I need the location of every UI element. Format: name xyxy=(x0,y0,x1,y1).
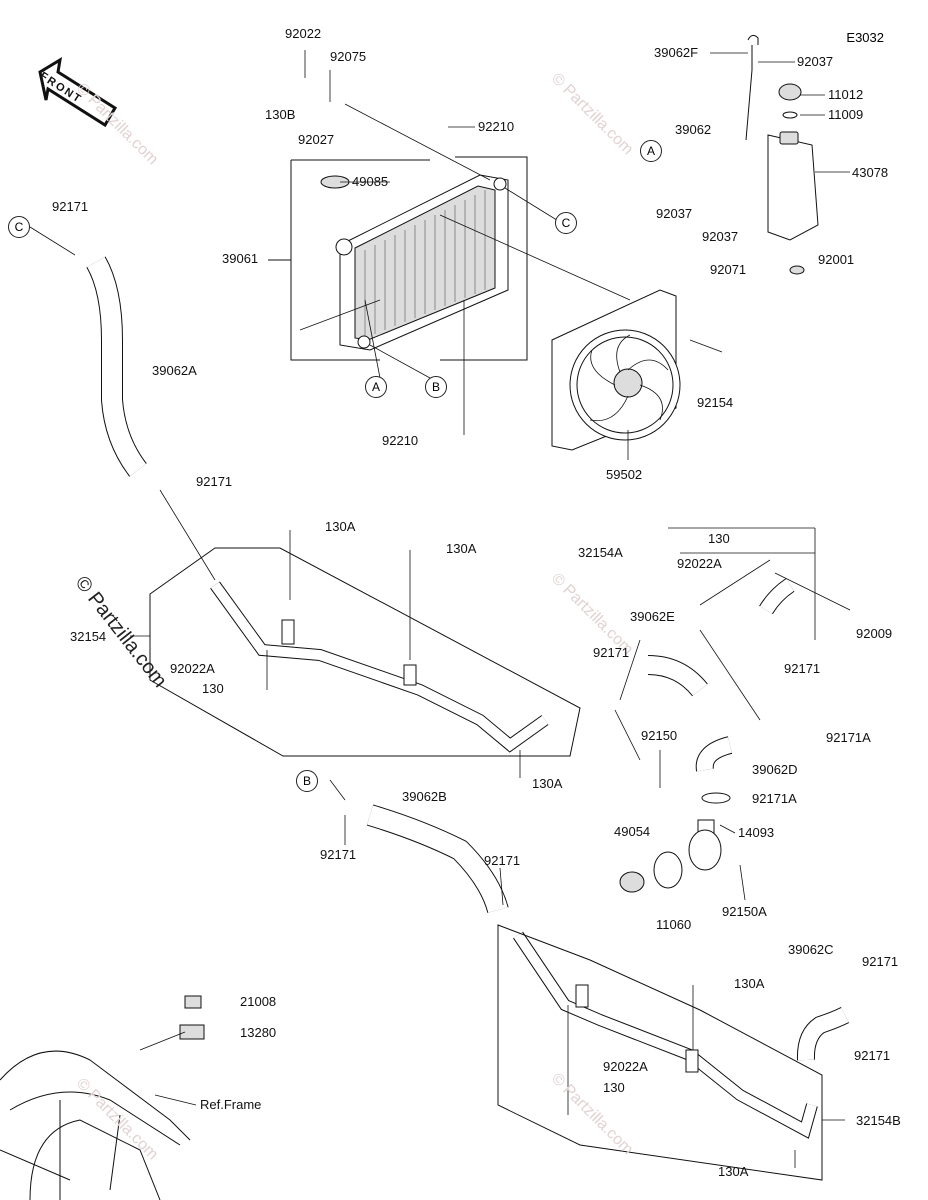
part-label[interactable]: 39062A xyxy=(152,363,197,378)
part-label[interactable]: 92009 xyxy=(856,626,893,641)
part-label[interactable]: 92022A xyxy=(603,1059,648,1074)
water-pipe-32154 xyxy=(149,547,581,757)
callout-c: C xyxy=(8,216,30,238)
part-label[interactable]: 92171 xyxy=(854,1048,891,1063)
part-label[interactable]: 92154 xyxy=(697,395,734,410)
part-label[interactable]: 92150A xyxy=(722,904,767,919)
part-label[interactable]: 32154A xyxy=(578,545,623,560)
part-label[interactable]: 92171 xyxy=(52,199,89,214)
part-label[interactable]: 11009 xyxy=(828,107,864,122)
part-label[interactable]: 39062D xyxy=(752,762,798,777)
hoses xyxy=(86,256,850,1061)
part-label[interactable]: 59502 xyxy=(606,467,643,482)
leader-lines xyxy=(29,50,851,1168)
part-label[interactable]: 14093 xyxy=(738,825,775,840)
part-label[interactable]: 39062F xyxy=(654,45,699,60)
part-label[interactable]: 92171A xyxy=(752,791,797,806)
part-label[interactable]: 39062C xyxy=(788,942,834,957)
thermostat-housing xyxy=(619,792,731,893)
part-label[interactable]: 130 xyxy=(708,531,730,546)
part-label[interactable]: 92171A xyxy=(826,730,871,745)
reserve-tank xyxy=(745,34,819,275)
part-label[interactable]: 92037 xyxy=(702,229,739,244)
part-label[interactable]: 92171 xyxy=(593,645,630,660)
part-label[interactable]: 92171 xyxy=(196,474,233,489)
part-label[interactable]: 92150 xyxy=(641,728,678,743)
part-label[interactable]: 13280 xyxy=(240,1025,277,1040)
part-label[interactable]: 92071 xyxy=(710,262,747,277)
part-label[interactable]: 92075 xyxy=(330,49,367,64)
part-label[interactable]: 92171 xyxy=(484,853,521,868)
part-label[interactable]: 92022A xyxy=(170,661,215,676)
callout-b: B xyxy=(425,376,447,398)
frame-reference xyxy=(0,995,205,1200)
part-label[interactable]: 92022 xyxy=(285,26,322,41)
part-label[interactable]: 130A xyxy=(446,541,477,556)
part-label[interactable]: 92022A xyxy=(677,556,722,571)
part-label[interactable]: 92001 xyxy=(818,252,855,267)
part-label[interactable]: 130 xyxy=(603,1080,625,1095)
part-label[interactable]: 92037 xyxy=(797,54,834,69)
part-label[interactable]: 130A xyxy=(325,519,356,534)
radiator-assembly-frame xyxy=(268,156,528,361)
ref-frame-label[interactable]: Ref.Frame xyxy=(200,1097,262,1112)
part-label[interactable]: 92171 xyxy=(320,847,357,862)
front-arrow-icon xyxy=(38,57,118,128)
part-label[interactable]: 92210 xyxy=(382,433,419,448)
part-label[interactable]: 130 xyxy=(202,681,224,696)
part-label[interactable]: 130A xyxy=(734,976,765,991)
part-label[interactable]: 39062E xyxy=(630,609,675,624)
diagram-code: E3032 xyxy=(846,30,884,45)
part-label[interactable]: 92027 xyxy=(298,132,335,147)
part-label[interactable]: 32154 xyxy=(70,629,107,644)
water-pipe-32154B xyxy=(497,924,823,1181)
part-label[interactable]: 92210 xyxy=(478,119,515,134)
part-label[interactable]: 92037 xyxy=(656,206,693,221)
callout-a: A xyxy=(640,140,662,162)
radiator xyxy=(320,174,509,351)
part-label[interactable]: 92171 xyxy=(784,661,821,676)
part-label[interactable]: 11060 xyxy=(656,917,692,932)
part-label[interactable]: 39062 xyxy=(675,122,712,137)
part-label[interactable]: 130B xyxy=(265,107,296,122)
part-label[interactable]: 39061 xyxy=(222,251,259,266)
callout-a: A xyxy=(365,376,387,398)
cooling-fan xyxy=(551,289,681,451)
part-label[interactable]: 39062B xyxy=(402,789,447,804)
part-label[interactable]: 11012 xyxy=(828,87,864,102)
part-label[interactable]: 130A xyxy=(718,1164,749,1179)
callout-b: B xyxy=(296,770,318,792)
part-label[interactable]: 49085 xyxy=(352,174,389,189)
part-label[interactable]: 43078 xyxy=(852,165,889,180)
callout-c: C xyxy=(555,212,577,234)
part-label[interactable]: 32154B xyxy=(856,1113,901,1128)
part-label[interactable]: 92171 xyxy=(862,954,899,969)
part-label[interactable]: 21008 xyxy=(240,994,277,1009)
part-label[interactable]: 130A xyxy=(532,776,563,791)
part-label[interactable]: 49054 xyxy=(614,824,651,839)
